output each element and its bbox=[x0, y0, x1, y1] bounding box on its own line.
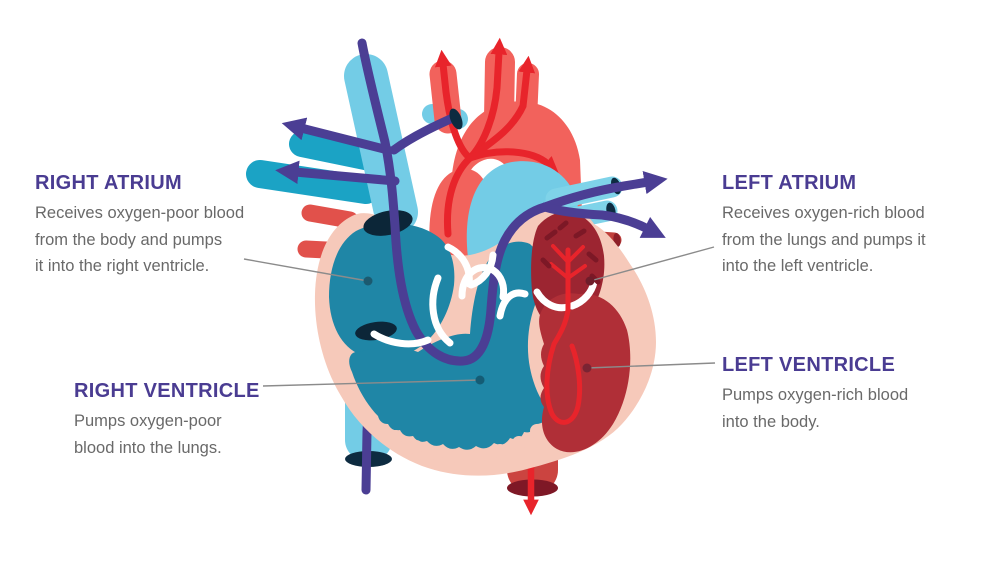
right-atrium-leader-dot bbox=[363, 276, 373, 286]
right-ventricle-leader-dot bbox=[475, 375, 485, 385]
right-atrium-text-line: from the body and pumps bbox=[35, 230, 223, 249]
right-atrium-leader-line bbox=[243, 258, 369, 282]
to-right-lung-arrow-icon bbox=[275, 160, 400, 186]
left-ventricle-leader-dot bbox=[582, 363, 592, 373]
trabeculae-scallops bbox=[389, 424, 544, 463]
right-atrium-heading: RIGHT ATRIUM bbox=[35, 172, 182, 194]
valve-arcs bbox=[370, 243, 598, 348]
left-atrium-text-line: from the lungs and pumps it bbox=[722, 230, 926, 249]
right-ventricle-label: RIGHT VENTRICLE Pumps oxygen-poor blood … bbox=[74, 380, 260, 461]
to-left-lung-arrow-icon bbox=[540, 202, 666, 238]
to-right-lung-arrow-icon bbox=[281, 117, 393, 155]
innominate-vein-flow bbox=[389, 112, 460, 155]
to-left-lung-arrow-icon bbox=[540, 171, 668, 212]
left-ventricle-label: LEFT VENTRICLE Pumps oxygen-rich blood i… bbox=[722, 354, 908, 435]
innominate-vein-opening bbox=[449, 108, 463, 130]
oxygen-poor-flow-arrows bbox=[275, 38, 668, 366]
right-ventricle-text-line: blood into the lungs. bbox=[74, 438, 222, 457]
left-atrium-text-line: into the left ventricle. bbox=[722, 257, 874, 275]
right-atrium-chamber bbox=[329, 223, 455, 359]
right-atrium-text-line: Receives oxygen-poor blood bbox=[35, 204, 245, 222]
right-ventricle-heading: RIGHT VENTRICLE bbox=[74, 380, 260, 402]
oxygen-rich-flow-arrows bbox=[434, 37, 559, 238]
right-atrium-text-line: it into the right ventricle. bbox=[35, 257, 210, 275]
left-ventricle-text-line: into the body. bbox=[722, 412, 820, 431]
right-ventricle-text-line: Pumps oxygen-poor bbox=[74, 412, 222, 430]
left-atrium-heading: LEFT ATRIUM bbox=[722, 172, 857, 194]
left-atrium-label: LEFT ATRIUM Receives oxygen-rich blood f… bbox=[722, 172, 926, 280]
right-pulmonary-artery-stubs bbox=[246, 131, 383, 204]
pulmonary-vein-openings-in-atrium bbox=[540, 220, 601, 285]
left-ventricle-text-line: Pumps oxygen-rich blood bbox=[722, 386, 909, 404]
left-atrium-leader-dot bbox=[585, 276, 595, 286]
leader-lines bbox=[243, 246, 716, 387]
vessel-openings bbox=[355, 210, 413, 341]
right-ventricle-leader-line bbox=[262, 379, 481, 387]
left-heart-flow bbox=[544, 244, 587, 425]
left-ventricle-leader-line bbox=[586, 362, 716, 369]
aorta-up-arrow-icon bbox=[434, 49, 474, 162]
left-ventricle-heading: LEFT VENTRICLE bbox=[722, 354, 896, 376]
right-atrium-label: RIGHT ATRIUM Receives oxygen-poor blood … bbox=[35, 172, 244, 280]
left-atrium-text-line: Receives oxygen-rich blood bbox=[722, 204, 925, 222]
left-atrium-leader-line bbox=[589, 246, 715, 282]
aorta-arch-arrow-icon bbox=[466, 148, 559, 174]
